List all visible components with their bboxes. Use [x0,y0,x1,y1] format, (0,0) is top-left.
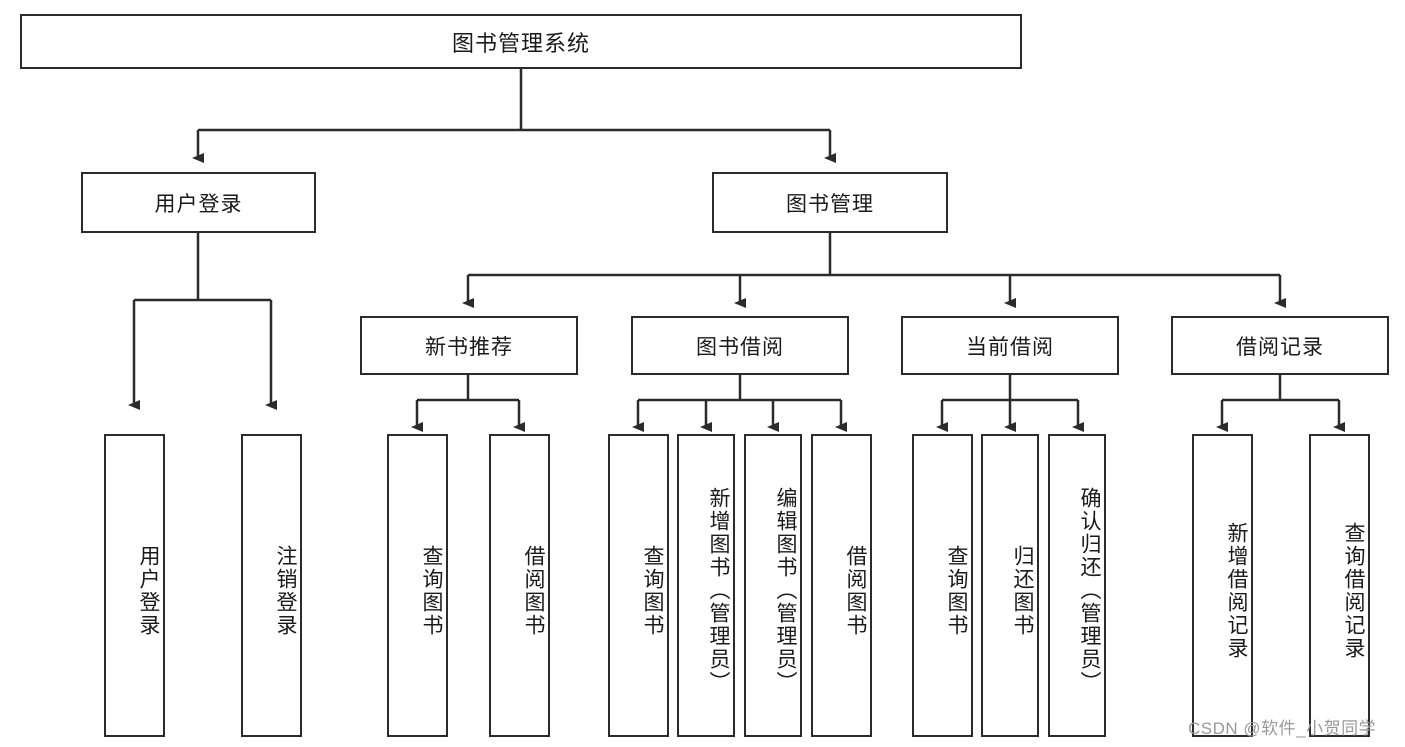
node-current-borrow[interactable]: 当前借阅 [901,316,1119,375]
watermark-csdn: CSDN @软件_小贺同学 [1188,719,1377,738]
leaf-borrow-record-add-record[interactable]: 新增借阅记录 [1192,434,1253,737]
leaf-current-borrow-query-book[interactable]: 查询图书 [912,434,973,737]
node-label: 借阅图书 [844,544,867,637]
leaf-book-borrow-borrow-book[interactable]: 借阅图书 [811,434,872,737]
node-label: 借阅记录 [1236,335,1324,359]
node-label: 新增图书（管理员） [707,487,730,694]
node-root-book-management-system[interactable]: 图书管理系统 [20,14,1022,69]
node-label: 图书借阅 [696,335,784,359]
leaf-new-book-borrow-book[interactable]: 借阅图书 [489,434,550,737]
node-user-login[interactable]: 用户登录 [81,172,316,233]
leaf-book-borrow-query-book[interactable]: 查询图书 [608,434,669,737]
leaf-book-borrow-edit-book[interactable]: 编辑图书（管理员） [744,434,802,737]
node-label: 用户登录 [154,192,243,216]
leaf-book-borrow-add-book[interactable]: 新增图书（管理员） [677,434,735,737]
node-new-book-recommend[interactable]: 新书推荐 [360,316,578,375]
leaf-current-borrow-return-book[interactable]: 归还图书 [981,434,1039,737]
node-label: 查询图书 [420,544,443,637]
node-label: 查询图书 [641,544,664,637]
node-book-management[interactable]: 图书管理 [712,172,948,233]
node-label: 图书管理 [786,192,874,216]
leaf-current-borrow-confirm-return[interactable]: 确认归还（管理员） [1048,434,1106,737]
node-label: 借阅图书 [522,544,545,637]
node-label: 图书管理系统 [451,30,590,56]
node-label: 新书推荐 [425,335,513,359]
node-label: 归还图书 [1011,544,1034,637]
node-label: 查询借阅记录 [1342,521,1365,660]
node-borrow-record[interactable]: 借阅记录 [1171,316,1389,375]
node-label: 当前借阅 [966,335,1054,359]
node-label: 新增借阅记录 [1225,521,1248,660]
node-label: 确认归还（管理员） [1078,487,1101,694]
node-label: 编辑图书（管理员） [774,487,797,694]
node-label: 注销登录 [274,544,297,637]
node-book-borrow[interactable]: 图书借阅 [631,316,849,375]
leaf-borrow-record-query-record[interactable]: 查询借阅记录 [1309,434,1370,737]
leaf-user-login-login[interactable]: 用户登录 [104,434,165,737]
leaf-new-book-query-book[interactable]: 查询图书 [387,434,448,737]
leaf-user-login-logout[interactable]: 注销登录 [241,434,302,737]
node-label: 查询图书 [945,544,968,637]
node-label: 用户登录 [137,544,160,637]
